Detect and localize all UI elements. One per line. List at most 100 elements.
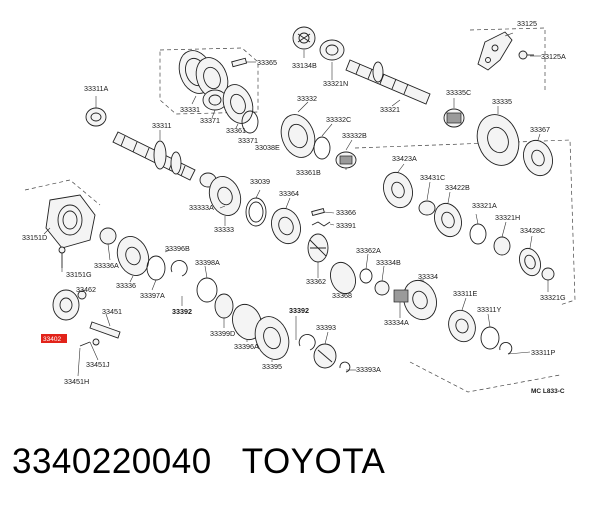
part-label-33311y[interactable]: 33311Y xyxy=(477,305,501,314)
part-label-33321a[interactable]: 33321A xyxy=(472,201,497,210)
leader-lines xyxy=(43,32,549,377)
part-label-33462[interactable]: 33462 xyxy=(76,285,96,294)
ring-33399d xyxy=(214,293,234,319)
shaft-33451 xyxy=(89,321,121,339)
part-label-33321h[interactable]: 33321H xyxy=(495,213,520,222)
gear-33336 xyxy=(116,236,150,276)
part-label-33335c[interactable]: 33335C xyxy=(446,88,471,97)
part-label-33422b[interactable]: 33422B xyxy=(445,183,470,192)
snap-ring-33392 xyxy=(298,334,316,351)
drawing-code: MC L833-C xyxy=(531,388,565,395)
nut-33321g xyxy=(541,267,555,281)
part-label-33371a[interactable]: 33371 xyxy=(200,116,220,125)
part-label-33451h[interactable]: 33451H xyxy=(64,377,89,386)
part-label-33332c[interactable]: 33332C xyxy=(326,115,351,124)
part-label-33366[interactable]: 33366 xyxy=(336,208,356,217)
part-label-33321n[interactable]: 33321N xyxy=(323,79,348,88)
bearing-33334b xyxy=(374,280,390,296)
part-label-33396b[interactable]: 33396B xyxy=(165,244,190,253)
part-label-33311[interactable]: 33311 xyxy=(152,121,171,130)
part-label-33431c[interactable]: 33431C xyxy=(420,173,445,182)
bearing-33321n xyxy=(319,39,345,61)
snap-ring-33311p xyxy=(499,342,513,355)
part-label-33311a[interactable]: 33311A xyxy=(84,84,108,93)
part-label-33393[interactable]: 33393 xyxy=(316,323,336,332)
part-label-33335[interactable]: 33335 xyxy=(492,97,512,106)
part-label-33362a[interactable]: 33362A xyxy=(356,246,381,255)
ring-33397a xyxy=(146,255,166,281)
gear-33361 xyxy=(222,84,254,124)
part-label-33392a[interactable]: 33392 xyxy=(172,307,192,316)
part-label-33392b[interactable]: 33392 xyxy=(289,306,309,315)
spring-33391 xyxy=(311,221,331,227)
part-label-33368[interactable]: 33368 xyxy=(332,291,352,300)
gear-33333a xyxy=(208,176,242,216)
part-label-33396a[interactable]: 33396A xyxy=(234,342,259,351)
part-label-33039[interactable]: 33039 xyxy=(250,177,270,186)
key-33366 xyxy=(311,207,325,217)
part-label-33399d[interactable]: 33399D xyxy=(210,329,235,338)
caption-part-number: 3340220040 xyxy=(12,442,212,481)
part-label-33332[interactable]: 33332 xyxy=(297,94,317,103)
gear-33393 xyxy=(313,343,337,369)
bolt-33151g xyxy=(58,246,66,268)
part-label-33125a[interactable]: 33125A xyxy=(541,52,566,61)
part-label-33361b[interactable]: 33361B xyxy=(296,168,321,177)
part-label-33334b[interactable]: 33334B xyxy=(376,258,401,267)
hub-33368 xyxy=(330,261,356,295)
gear-33423a xyxy=(383,171,413,209)
part-label-33371b[interactable]: 33371 xyxy=(238,136,258,145)
highlighted-part-number: 33402 xyxy=(43,336,61,343)
part-label-33365[interactable]: 33365 xyxy=(257,58,277,67)
part-label-33395[interactable]: 33395 xyxy=(262,362,282,371)
part-label-33311p[interactable]: 33311P xyxy=(531,348,555,357)
snap-ring-33396b xyxy=(170,260,188,277)
part-label-33333[interactable]: 33333 xyxy=(214,225,234,234)
bearing-33334a xyxy=(393,289,409,303)
part-label-33423a[interactable]: 33423A xyxy=(392,154,417,163)
bracket-33125 xyxy=(477,31,513,71)
part-label-33428c[interactable]: 33428C xyxy=(520,226,545,235)
lower-group-outline xyxy=(24,179,101,206)
highlighted-part-label[interactable]: 33402 xyxy=(41,334,67,343)
ring-33332c xyxy=(313,136,331,160)
part-label-33151g[interactable]: 33151G xyxy=(66,270,92,279)
part-label-33398a[interactable]: 33398A xyxy=(195,258,220,267)
part-label-33451[interactable]: 33451 xyxy=(102,307,122,316)
gear-33335 xyxy=(476,114,520,166)
part-label-33334a[interactable]: 33334A xyxy=(384,318,409,327)
part-label-33364[interactable]: 33364 xyxy=(279,189,299,198)
part-label-33331[interactable]: 33331 xyxy=(180,105,200,114)
pin-33451j xyxy=(79,338,100,347)
gear-33334 xyxy=(403,279,437,321)
ring-33134b xyxy=(292,26,316,50)
part-label-33134b[interactable]: 33134B xyxy=(292,61,317,70)
bearing-33332b xyxy=(335,151,357,169)
part-label-33361[interactable]: 33361 xyxy=(226,126,246,135)
part-label-33038e[interactable]: 33038E xyxy=(255,143,280,152)
part-label-33362[interactable]: 33362 xyxy=(306,277,326,286)
part-label-33391[interactable]: 33391 xyxy=(336,221,356,230)
part-label-33125[interactable]: 33125 xyxy=(517,19,537,28)
part-label-33393a[interactable]: 33393A xyxy=(356,365,381,374)
part-label-33332b[interactable]: 33332B xyxy=(342,131,367,140)
part-label-33311e[interactable]: 33311E xyxy=(453,289,477,298)
part-label-33367[interactable]: 33367 xyxy=(530,125,550,134)
part-label-33451j[interactable]: 33451J xyxy=(86,360,110,369)
part-label-33397a[interactable]: 33397A xyxy=(140,291,165,300)
part-label-33336[interactable]: 33336 xyxy=(116,281,136,290)
snap-ring-33393a xyxy=(339,361,351,373)
part-label-33334[interactable]: 33334 xyxy=(418,272,438,281)
key-33365 xyxy=(231,57,248,68)
ring-33398a xyxy=(196,277,218,303)
part-label-33333a[interactable]: 33333A xyxy=(189,203,214,212)
part-label-33336a[interactable]: 33336A xyxy=(94,261,119,270)
gear-33395 xyxy=(254,316,290,360)
part-label-33151d[interactable]: 33151D xyxy=(22,233,47,242)
part-label-33321[interactable]: 33321 xyxy=(380,105,400,114)
part-label-33321g[interactable]: 33321G xyxy=(540,293,566,302)
input-shaft-33311 xyxy=(112,131,196,181)
